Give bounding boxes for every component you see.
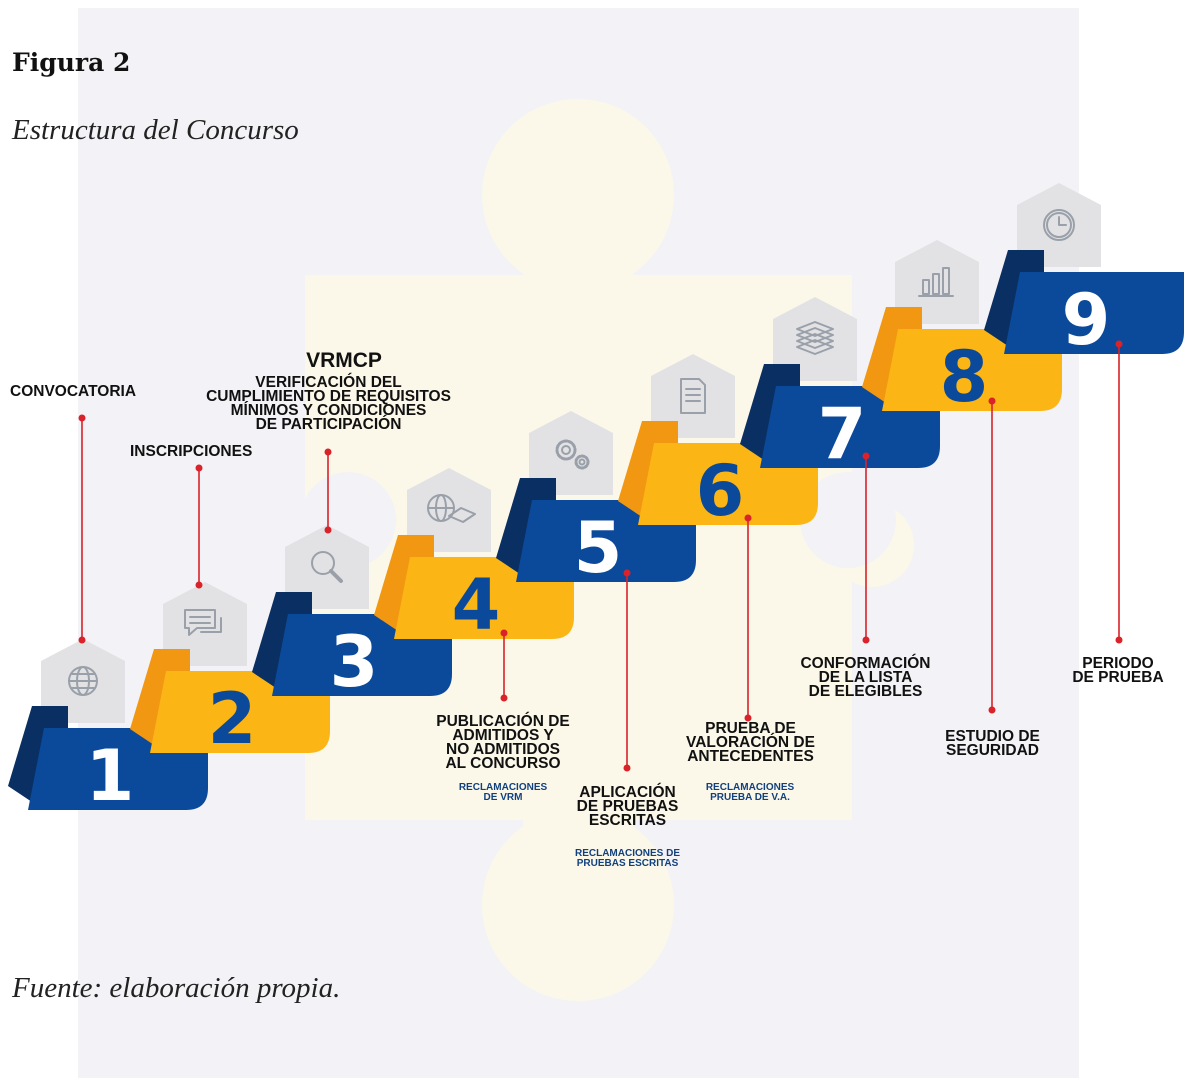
- connector-dot: [623, 764, 631, 772]
- step-9: 9: [984, 250, 1184, 361]
- step-3: 3: [252, 592, 452, 703]
- layers-icon: [796, 321, 834, 355]
- connector-dot: [324, 448, 332, 456]
- bar-chart-icon: [918, 267, 954, 297]
- figure-source: Fuente: elaboración propia.: [12, 972, 341, 1004]
- step-number: 7: [818, 393, 867, 475]
- connector-dot: [500, 629, 508, 637]
- sublabel-step-5: RECLAMACIONES DE PRUEBAS ESCRITAS: [574, 848, 680, 869]
- clock-icon: [1043, 209, 1075, 241]
- figure-subtitle: Estructura del Concurso: [12, 114, 299, 146]
- label-step-2: INSCRIPCIONES: [130, 443, 253, 460]
- connector-3: [324, 448, 332, 534]
- step-icon-tile-4: [407, 468, 491, 552]
- step-number: 2: [208, 678, 257, 760]
- step-number: 1: [86, 735, 135, 817]
- sublabel-step-6: RECLAMACIONES PRUEBA DE V.A.: [705, 782, 795, 803]
- label-step-3: VERIFICACIÓN DEL CUMPLIMIENTO DE REQUISI…: [206, 374, 451, 433]
- connector-6: [744, 514, 752, 722]
- connector-dot: [1115, 636, 1123, 644]
- connector-1: [78, 414, 86, 644]
- connector-dot: [988, 397, 996, 405]
- connector-dot: [862, 636, 870, 644]
- step-icon-tile-6: [651, 354, 735, 438]
- label-step-5: APLICACIÓN DE PRUEBAS ESCRITAS: [576, 784, 679, 829]
- step-number: 9: [1062, 279, 1111, 361]
- figure-title: Figura 2: [12, 48, 131, 77]
- step-icon-tile-9: [1017, 183, 1101, 267]
- step-number: 5: [574, 507, 623, 589]
- step-number: 8: [940, 336, 989, 418]
- connector-9: [1115, 340, 1123, 644]
- label-step-3-heading: VRMCP: [306, 349, 382, 372]
- connector-dot: [78, 414, 86, 422]
- connector-dot: [988, 706, 996, 714]
- connector-5: [623, 569, 631, 772]
- globe-icon: [68, 666, 98, 696]
- step-icon-tile-3: [285, 525, 369, 609]
- connector-dot: [862, 452, 870, 460]
- document-icon: [680, 378, 706, 414]
- step-icon-tile-8: [895, 240, 979, 324]
- connector-dot: [195, 581, 203, 589]
- globe-map-icon: [427, 494, 476, 523]
- label-step-7: CONFORMACIÓN DE LA LISTA DE ELEGIBLES: [800, 655, 931, 700]
- connector-2: [195, 464, 203, 589]
- label-step-4: PUBLICACIÓN DE ADMITIDOS Y NO ADMITIDOS …: [436, 713, 570, 772]
- connector-dot: [623, 569, 631, 577]
- connector-dot: [195, 464, 203, 472]
- step-number: 3: [330, 621, 379, 703]
- step-icon-tile-1: [41, 639, 125, 723]
- step-icon-tile-7: [773, 297, 857, 381]
- sublabel-step-4: RECLAMACIONES DE VRM: [458, 782, 548, 803]
- label-step-8: ESTUDIO DE SEGURIDAD: [945, 728, 1040, 759]
- connector-7: [862, 452, 870, 644]
- connector-8: [988, 397, 996, 714]
- label-step-9: PERIODO DE PRUEBA: [1072, 655, 1164, 686]
- label-step-6: PRUEBA DE VALORACIÓN DE ANTECEDENTES: [686, 720, 815, 765]
- connector-dot: [1115, 340, 1123, 348]
- label-step-1: CONVOCATORIA: [10, 383, 137, 400]
- connector-dot: [744, 514, 752, 522]
- connector-dot: [78, 636, 86, 644]
- gears-icon: [555, 439, 590, 470]
- connectors: [78, 340, 1123, 772]
- connector-4: [500, 629, 508, 702]
- step-icon-tile-5: [529, 411, 613, 495]
- step-number: 6: [696, 450, 745, 532]
- magnifier-icon: [311, 551, 343, 583]
- connector-dot: [324, 526, 332, 534]
- connector-dot: [500, 694, 508, 702]
- chat-bubbles-icon: [184, 609, 222, 636]
- step-number: 4: [452, 564, 501, 646]
- connector-dot: [744, 714, 752, 722]
- step-icon-tile-2: [163, 582, 247, 666]
- step-1: 1: [8, 706, 208, 817]
- step-face: [1004, 272, 1184, 354]
